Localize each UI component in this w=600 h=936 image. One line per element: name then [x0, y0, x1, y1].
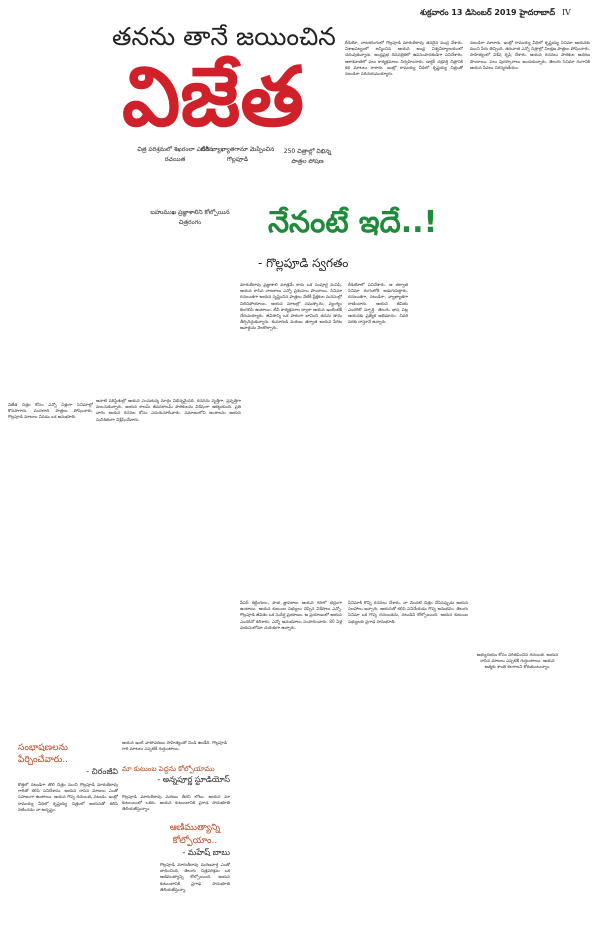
dateline: శుక్రవారం 13 డిసెంబర్ 2019 హైదరాబాద్ IV	[420, 8, 571, 19]
tribute-heading: మా కుటుంబ పెద్దను కోల్పోయాము	[122, 765, 215, 773]
page-number: IV	[561, 8, 571, 17]
tribute-text: గొల్లపూడి మారుతీరావు మరణం తీరని లోటు. ఆయ…	[122, 794, 230, 812]
caption-writer: చిత్ర పరిశ్రమలో శిఖరంలా ఎదిగిన రచయిత	[137, 146, 213, 163]
caption-industry: బహుముఖ ప్రజ్ఞాశాలిని కోల్పోయిన చిత్రరంగం	[150, 209, 230, 226]
tribute-byline: - చిరంజీవి	[86, 767, 118, 776]
article-bottom-right: అభ్యుదయం కోసం పరితపించిన రచయిత. ఆయన రాసి…	[476, 652, 559, 670]
tribute-text: కొత్తలో నటుడిగా తొలి చిత్రం నుంచి గొల్లప…	[18, 782, 118, 812]
article-left-col1: విజేత చిత్రం కోసం ఎన్నో ఏళ్లుగా సినిమాల్…	[8, 402, 93, 420]
article-bottom-mid-col2: సినిమాకి కొన్ని రచనలు చేశారు. నా మొదటి చ…	[348, 600, 468, 624]
tribute-byline: - మహేష్ బాబు	[182, 848, 230, 857]
caption-films: 250 చిత్రాల్లో విభిన్న పాత్రల పోషణ	[283, 148, 332, 165]
headline: నేనంటే ఇదే..!	[268, 205, 438, 240]
tribute-mahesh: ఆణిముత్యాన్ని కోల్పోయాం.. - మహేష్ బాబు గ…	[160, 822, 230, 912]
tribute-annapurna: మా కుటుంబ పెద్దను కోల్పోయాము - అన్నపూర్ణ…	[122, 765, 230, 814]
article-mid-col1: మారుతీరావు ప్రజ్ఞాశాలి మాత్రమే కాదు ఒక స…	[240, 282, 342, 331]
kicker: తనను తానే జయించిన	[112, 22, 336, 51]
article-left-col2: ఆనాటి పరిస్థితుల్లో ఆయన ఎంచుకున్న మార్గం…	[96, 398, 241, 422]
date-text: శుక్రవారం 13 డిసెంబర్ 2019 హైదరాబాద్	[420, 8, 556, 17]
subhead: - గొల్లపూడి స్వగతం	[258, 256, 349, 270]
article-top-right-col2: నటుడిగా మారారు. ఇంట్లో రామయ్య వీధిలో కృష…	[470, 40, 590, 70]
main-title: విజేత	[122, 50, 305, 145]
caption-tv: టీవీ వ్యాఖ్యాతగానూ మెప్పించిన గొల్లపూడి	[200, 146, 275, 163]
article-mid-col2: రేడియోలో పనిచేశారు. ఆ తర్వాత సినిమా రంగం…	[348, 282, 408, 325]
article-top-right-col1: రేడియో, నాటకరంగంలో గొల్లపూడి మారుతీరావు …	[345, 40, 463, 77]
tribute-continued-text: ఆయన ఇంటి వాతావరణం సాహిత్యంతో నిండి ఉండేద…	[122, 740, 227, 752]
article-bottom-mid-col1: పేపర్ కట్టింగులు, పాత జ్ఞాపకాలు ఆయన గదిల…	[240, 600, 342, 630]
tribute-text: గొల్లపూడి మారుతీరావు మరణవార్త ఎంతో బాధిం…	[160, 862, 230, 892]
tribute-heading: ఆణిముత్యాన్ని కోల్పోయాం..	[169, 823, 221, 846]
tribute-chiranjeevi: సంభాషణలను పేర్చించేవారు.. - చిరంజీవి కొత…	[18, 743, 118, 832]
tribute-byline: - అన్నపూర్ణ స్టూడియోస్	[157, 775, 230, 784]
tribute-heading: సంభాషణలను పేర్చించేవారు..	[18, 743, 68, 765]
